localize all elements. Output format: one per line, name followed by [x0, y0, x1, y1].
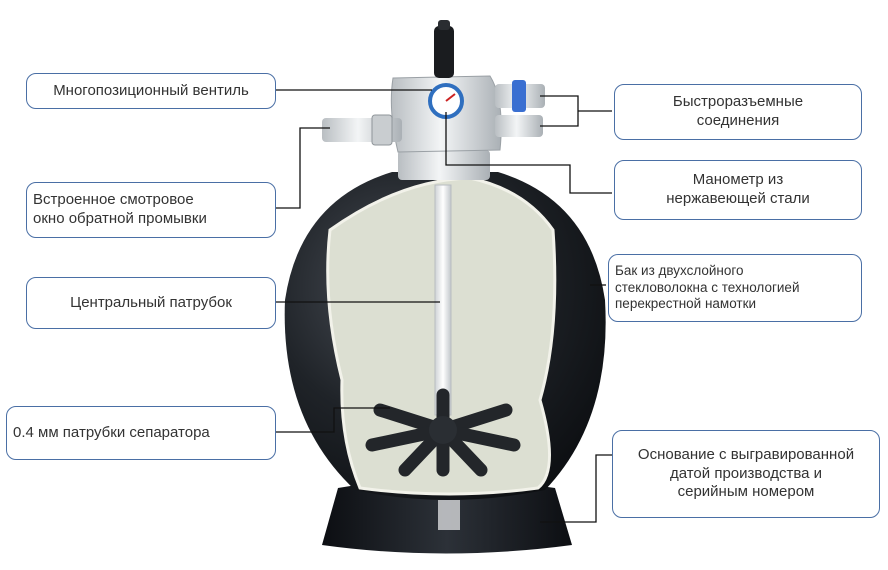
leader-lines — [276, 89, 612, 523]
valve-handle-top — [438, 20, 450, 30]
leader-sight-glass — [276, 127, 330, 209]
label-pressure-gauge: Манометр из нержавеющей стали — [614, 160, 862, 220]
label-multiport-valve: Многопозиционный вентиль — [26, 73, 276, 109]
label-quick-connectors: Быстроразъемные соединения — [614, 84, 862, 140]
leader-quick-connectors — [540, 95, 579, 127]
valve-neck — [398, 150, 490, 180]
right-connector-ring — [512, 80, 526, 112]
leader-laterals — [276, 407, 390, 433]
label-laterals: 0.4 мм патрубки сепаратора — [6, 406, 276, 460]
leader-pressure-gauge — [445, 112, 612, 194]
lateral-center — [429, 416, 457, 444]
base-label-plate — [438, 500, 460, 530]
label-sight-glass: Встроенное смотровое окно обратной промы… — [26, 182, 276, 238]
valve-handle — [434, 26, 454, 78]
label-base: Основание с выгравированной датой произв… — [612, 430, 880, 518]
central-pipe — [434, 184, 452, 416]
right-connector-lower — [495, 115, 543, 137]
leader-base — [540, 454, 612, 523]
label-tank: Бак из двухслойного стекловолокна с техн… — [608, 254, 862, 322]
sight-glass-window — [371, 114, 393, 146]
gauge-needle — [445, 93, 456, 102]
label-central-pipe: Центральный патрубок — [26, 277, 276, 329]
